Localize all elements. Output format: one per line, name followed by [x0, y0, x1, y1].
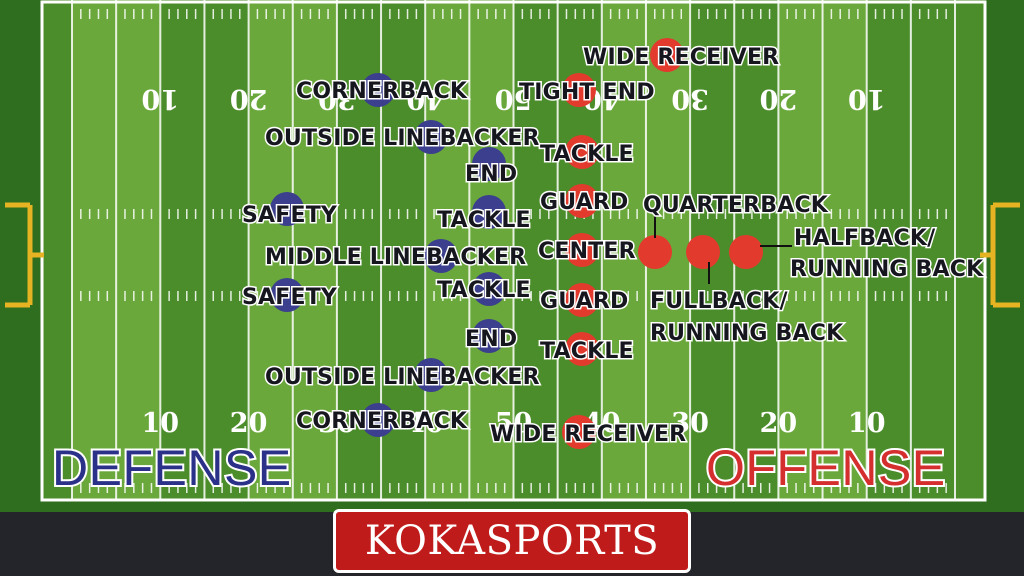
grass-stripe: [116, 0, 161, 500]
grass-stripe: [866, 0, 911, 500]
defense-outside-linebacker-top-label: OUTSIDE LINEBACKER: [265, 126, 540, 151]
defense-end-bottom-marker: [472, 319, 506, 353]
yard-number-top: 30: [318, 83, 356, 114]
yard-number-bottom: 30: [671, 408, 709, 439]
offense-halfback-label: HALFBACK/: [794, 226, 936, 251]
yard-number-top: 40: [406, 83, 444, 114]
defense-safety-bottom-marker: [270, 278, 304, 312]
defense-safety-top-label: SAFETY: [242, 203, 338, 228]
field-boundary: [40, 0, 987, 502]
offense-guard-top-marker: [565, 184, 599, 218]
brand-logo: KOKASPORTS: [333, 509, 691, 573]
defense-cornerback-top-marker: [361, 73, 395, 107]
grass-stripe: [822, 0, 867, 500]
defense-end-top-label: END: [465, 162, 517, 187]
offense-wide-receiver-top-marker: [650, 38, 684, 72]
offense-title: OFFENSE: [706, 440, 946, 496]
offense-quarterback-label: QUARTERBACK: [643, 193, 829, 218]
grass-stripe: [292, 0, 337, 500]
offense-wide-receiver-bottom-marker: [562, 415, 596, 449]
offense-center-label: CENTER: [538, 239, 636, 264]
offense-tackle-bottom-marker: [565, 332, 599, 366]
defense-outside-linebacker-bottom-label: OUTSIDE LINEBACKER: [265, 365, 540, 390]
yard-number-top: 20: [230, 83, 268, 114]
defense-title: DEFENSE: [52, 440, 292, 496]
offense-halfback-marker: [729, 235, 763, 269]
grass-stripe: [160, 0, 205, 500]
offense-guard-bottom-marker: [565, 283, 599, 317]
yard-number-top: 50: [495, 83, 533, 114]
offense-quarterback-marker: [638, 235, 672, 269]
offense-guard-top-label: GUARD: [540, 190, 628, 215]
offense-wide-receiver-bottom-label: WIDE RECEIVER: [490, 422, 686, 447]
position-labels: CORNERBACK OUTSIDE LINEBACKER END SAFETY…: [241, 44, 986, 449]
yard-number-top: 10: [142, 83, 180, 114]
grass-stripe: [469, 0, 514, 500]
players: [270, 38, 763, 449]
grass-stripe: [910, 0, 955, 500]
defense-tackle-bottom-marker: [472, 272, 506, 306]
yard-number-top: 30: [671, 83, 709, 114]
defense-tackle-bottom-label: TACKLE: [437, 278, 531, 303]
brand-name: KOKASPORTS: [364, 518, 660, 564]
grass-stripe: [72, 0, 117, 500]
grass-stripe: [204, 0, 249, 500]
offense-fullback-marker: [686, 235, 720, 269]
yard-number-top: 10: [848, 83, 886, 114]
offense-tackle-top-marker: [565, 135, 599, 169]
yard-number-bottom: 50: [495, 408, 533, 439]
yard-number-top: 20: [760, 83, 798, 114]
defense-outside-linebacker-top-marker: [414, 120, 448, 154]
offense-tight-end-label: TIGHT END: [519, 80, 655, 105]
right-endzone: [955, 0, 985, 500]
defense-end-bottom-label: END: [465, 327, 517, 352]
offense-fullback-label: FULLBACK/: [650, 289, 789, 314]
grass-stripe: [778, 0, 823, 500]
offense-fullback-label-line2: RUNNING BACK: [650, 321, 844, 346]
yard-number-bottom: 10: [142, 408, 180, 439]
defense-tackle-top-marker: [472, 195, 506, 229]
defense-middle-linebacker-marker: [424, 239, 458, 273]
yard-number-bottom: 20: [760, 408, 798, 439]
offense-center-marker: [565, 233, 599, 267]
offense-tight-end-marker: [562, 73, 596, 107]
yard-number-bottom: 30: [318, 408, 356, 439]
defense-middle-linebacker-label: MIDDLE LINEBACKER: [265, 245, 526, 270]
offense-halfback-label-line2: RUNNING BACK: [790, 257, 984, 282]
defense-tackle-top-label: TACKLE: [437, 208, 531, 233]
defense-end-top-marker: [472, 147, 506, 181]
defense-cornerback-bottom-label: CORNERBACK: [296, 409, 468, 434]
left-endzone: [42, 0, 72, 500]
hash-marks: [80, 9, 947, 493]
offense-wide-receiver-top-label: WIDE RECEIVER: [583, 45, 779, 70]
yard-number-bottom: 20: [230, 408, 268, 439]
pointer-lines: [654, 216, 792, 284]
defense-outside-linebacker-bottom-marker: [414, 358, 448, 392]
grass-stripe: [248, 0, 293, 500]
offense-guard-bottom-label: GUARD: [540, 289, 628, 314]
yard-number-bottom: 40: [406, 408, 444, 439]
left-goalpost: [5, 202, 44, 308]
offense-tackle-bottom-label: TACKLE: [540, 339, 634, 364]
defense-safety-top-marker: [270, 192, 304, 226]
grass-stripe: [513, 0, 558, 500]
defense-cornerback-bottom-marker: [361, 403, 395, 437]
defense-cornerback-top-label: CORNERBACK: [296, 79, 468, 104]
defense-safety-bottom-label: SAFETY: [242, 285, 338, 310]
yard-number-bottom: 10: [848, 408, 886, 439]
offense-tackle-top-label: TACKLE: [540, 142, 634, 167]
right-goalpost: [980, 202, 1020, 308]
